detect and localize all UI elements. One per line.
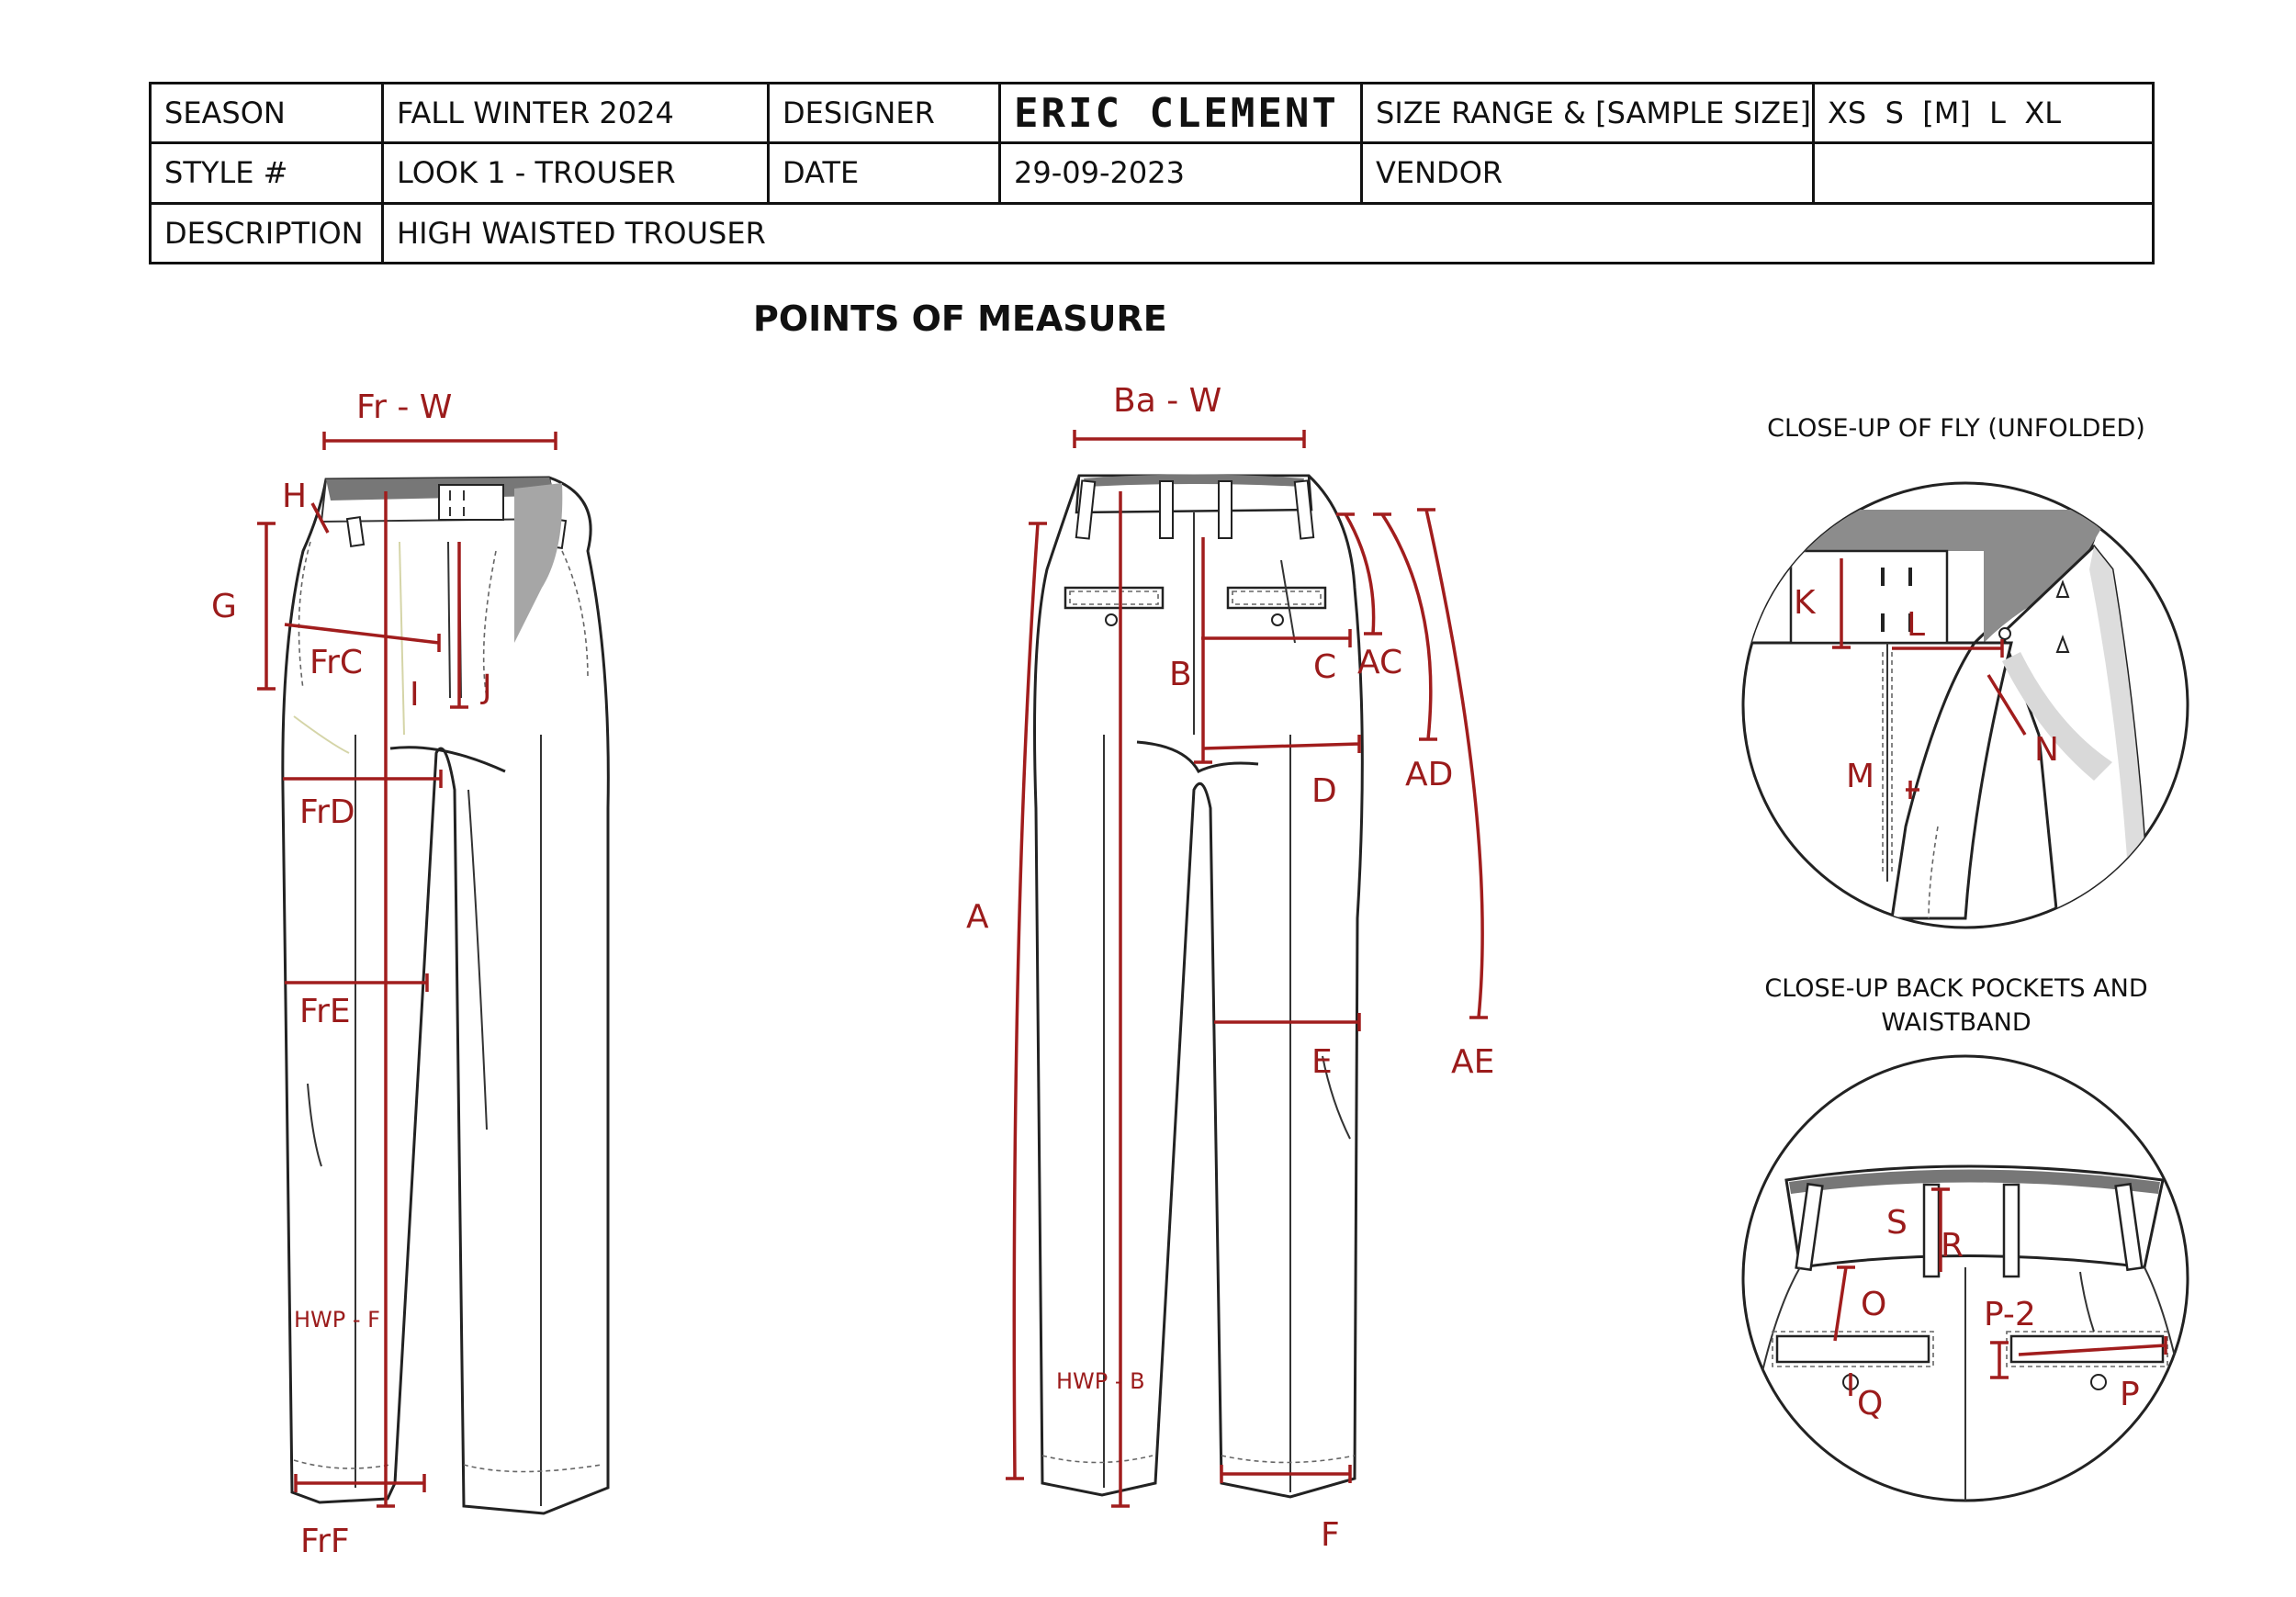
date-label: DATE: [767, 141, 1001, 205]
label-p2: P-2: [1984, 1296, 2036, 1333]
label-ba-w: Ba - W: [1113, 382, 1221, 420]
pocket-measure-lines: [1833, 1187, 2167, 1396]
front-measure-lines: [257, 432, 557, 1508]
spec-row-style: STYLE # LOOK 1 - TROUSER DATE 29-09-2023…: [149, 141, 2155, 205]
label-p: P: [2120, 1376, 2140, 1413]
date-value: 29-09-2023: [998, 141, 1363, 205]
label-fre: FrE: [299, 993, 351, 1030]
fly-closeup: K L M N: [1741, 481, 2189, 929]
season-label: SEASON: [149, 81, 384, 145]
back-trouser: [1033, 474, 1364, 1499]
label-hwp-b: HWP - B: [1056, 1368, 1145, 1394]
vendor-label: VENDOR: [1360, 141, 1815, 205]
label-o: O: [1861, 1286, 1886, 1323]
fly-measure-lines: [1832, 558, 2027, 799]
description-label: DESCRIPTION: [149, 201, 384, 265]
designer-value: ERIC CLEMENT: [998, 81, 1363, 145]
spec-row-description: DESCRIPTION HIGH WAISTED TROUSER: [149, 201, 2155, 265]
pockets-closeup-title-line2: WAISTBAND: [1881, 1008, 2032, 1037]
designer-label: DESIGNER: [767, 81, 1001, 145]
label-ac: AC: [1357, 644, 1402, 681]
label-e: E: [1311, 1043, 1333, 1081]
front-trouser: [281, 476, 610, 1515]
fly-closeup-title: CLOSE-UP OF FLY (UNFOLDED): [1767, 414, 2145, 443]
back-measure-lines: [1006, 430, 1488, 1508]
label-d: D: [1311, 772, 1337, 810]
pockets-closeup-title-line1: CLOSE-UP BACK POCKETS AND: [1764, 974, 2148, 1003]
size-range-value: XS S [M] L XL: [1812, 81, 2155, 145]
label-h: H: [282, 478, 307, 515]
label-r: R: [1941, 1227, 1964, 1265]
label-l: L: [1907, 606, 1925, 644]
front-labels: Fr - W H G FrC I J FrD FrE HWP - F FrF: [211, 388, 492, 1560]
label-j: J: [480, 669, 492, 706]
label-i: I: [410, 676, 420, 714]
vendor-value: [1812, 141, 2155, 205]
front-trouser-outline: [281, 476, 610, 1515]
label-fr-w: Fr - W: [356, 388, 452, 426]
label-s: S: [1886, 1204, 1908, 1242]
label-c: C: [1313, 648, 1336, 686]
label-q: Q: [1857, 1385, 1883, 1423]
label-k: K: [1794, 584, 1817, 622]
label-n: N: [2034, 731, 2059, 769]
label-frd: FrD: [299, 793, 355, 831]
label-g: G: [211, 588, 237, 625]
season-value: FALL WINTER 2024: [381, 81, 770, 145]
label-ae: AE: [1451, 1043, 1494, 1081]
label-m: M: [1846, 758, 1874, 795]
pockets-closeup-title: CLOSE-UP BACK POCKETS AND WAISTBAND: [1727, 972, 2186, 1040]
label-frf: FrF: [300, 1523, 350, 1560]
style-label: STYLE #: [149, 141, 384, 205]
label-a: A: [966, 898, 989, 936]
label-frc: FrC: [310, 644, 363, 681]
label-b: B: [1169, 656, 1192, 693]
style-value: LOOK 1 - TROUSER: [381, 141, 770, 205]
back-labels: Ba - W A B C AC AD D AE E HWP - B F: [966, 382, 1494, 1554]
spec-table: SEASON FALL WINTER 2024 DESIGNER ERIC CL…: [149, 81, 2155, 265]
label-ad: AD: [1405, 756, 1453, 793]
pockets-closeup: S R O P-2 Q P: [1741, 1054, 2189, 1502]
spec-row-season: SEASON FALL WINTER 2024 DESIGNER ERIC CL…: [149, 81, 2155, 145]
label-hwp-f: HWP - F: [294, 1307, 380, 1333]
size-range-label: SIZE RANGE & [SAMPLE SIZE]: [1360, 81, 1815, 145]
back-trouser-outline: [1033, 474, 1364, 1499]
label-f: F: [1321, 1516, 1340, 1554]
page-title: POINTS OF MEASURE: [753, 298, 1167, 339]
description-value: HIGH WAISTED TROUSER: [381, 201, 2155, 265]
